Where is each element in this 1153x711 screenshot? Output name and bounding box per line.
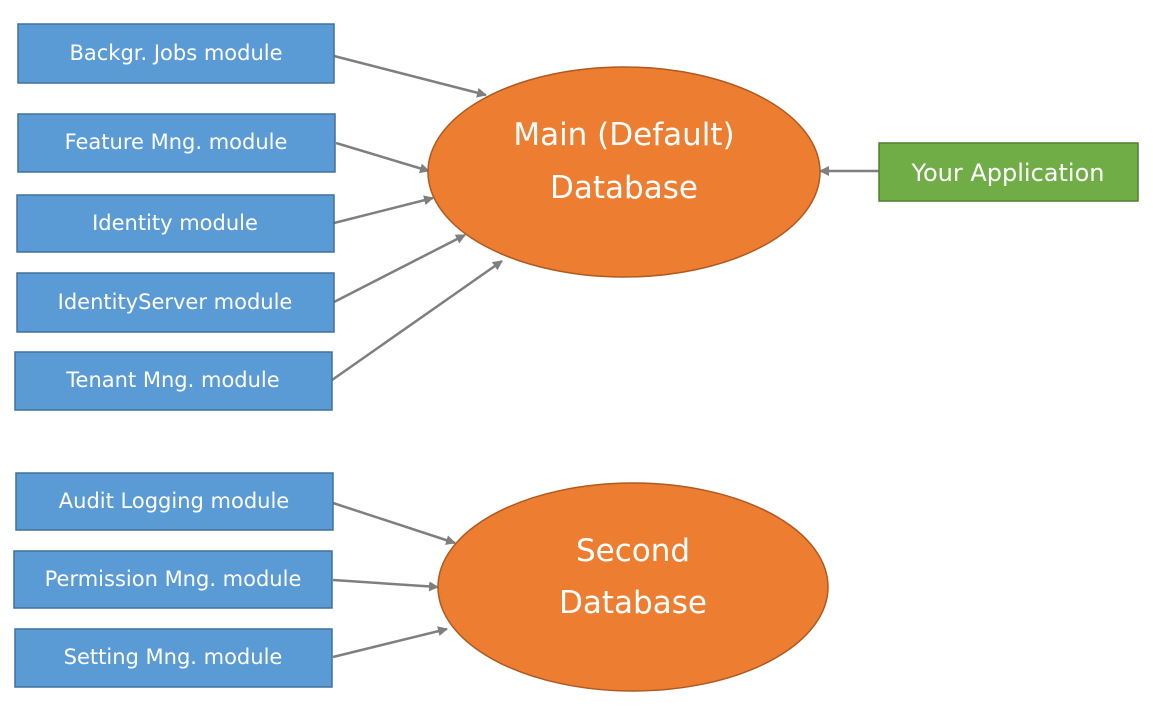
module-box: [14, 628, 333, 688]
module-tenant-mng: Tenant Mng. module: [14, 351, 333, 411]
module-label: Backgr. Jobs module: [69, 41, 282, 65]
main-database: Main (Default) Database: [427, 66, 821, 278]
arrow-identityserver-to-main: [333, 233, 466, 304]
arrow-identity-to-main: [333, 195, 434, 225]
second-database-label-line2: Database: [559, 585, 707, 621]
your-application-box: [878, 142, 1139, 202]
main-database-label-line1: Main (Default): [513, 117, 734, 153]
module-box: [17, 113, 336, 173]
module-box: [17, 23, 335, 84]
module-feature-mng: Feature Mng. module: [17, 113, 336, 173]
arrow-tenant-mng-to-main: [331, 259, 503, 382]
second-database-connectors: [332, 501, 456, 659]
module-box: [13, 550, 333, 609]
your-application: Your Application: [878, 142, 1139, 202]
module-label: Tenant Mng. module: [65, 368, 279, 392]
module-backgr-jobs: Backgr. Jobs module: [17, 23, 335, 84]
main-database-label-line2: Database: [550, 170, 698, 206]
main-database-shape: [427, 66, 821, 278]
arrow-setting-mng-to-second: [332, 626, 448, 659]
module-label: Setting Mng. module: [64, 645, 283, 669]
module-box: [16, 194, 335, 253]
arrow-audit-logging-to-second: [332, 501, 456, 545]
module-label: Feature Mng. module: [65, 130, 288, 154]
arrow-feature-mng-to-main: [335, 141, 430, 174]
module-identityserver: IdentityServer module: [16, 272, 335, 333]
module-label: IdentityServer module: [58, 290, 293, 314]
module-audit-logging: Audit Logging module: [15, 472, 334, 531]
main-database-modules: Backgr. Jobs module Feature Mng. module …: [14, 23, 336, 411]
module-box: [16, 272, 335, 333]
second-database-label-line1: Second: [576, 533, 690, 569]
module-identity: Identity module: [16, 194, 335, 253]
module-setting-mng: Setting Mng. module: [14, 628, 333, 688]
arrow-permission-mng-to-second: [332, 578, 439, 592]
module-label: Identity module: [92, 211, 258, 235]
second-database-modules: Audit Logging module Permission Mng. mod…: [13, 472, 334, 688]
your-application-label: Your Application: [911, 159, 1105, 187]
main-database-connectors: [331, 54, 879, 382]
module-box: [15, 472, 334, 531]
arrow-backgr-jobs-to-main: [333, 54, 487, 98]
module-box: [14, 351, 333, 411]
module-permission-mng: Permission Mng. module: [13, 550, 333, 609]
second-database-shape: [437, 482, 829, 692]
module-label: Permission Mng. module: [45, 567, 302, 591]
module-label: Audit Logging module: [59, 489, 289, 513]
second-database: Second Database: [437, 482, 829, 692]
